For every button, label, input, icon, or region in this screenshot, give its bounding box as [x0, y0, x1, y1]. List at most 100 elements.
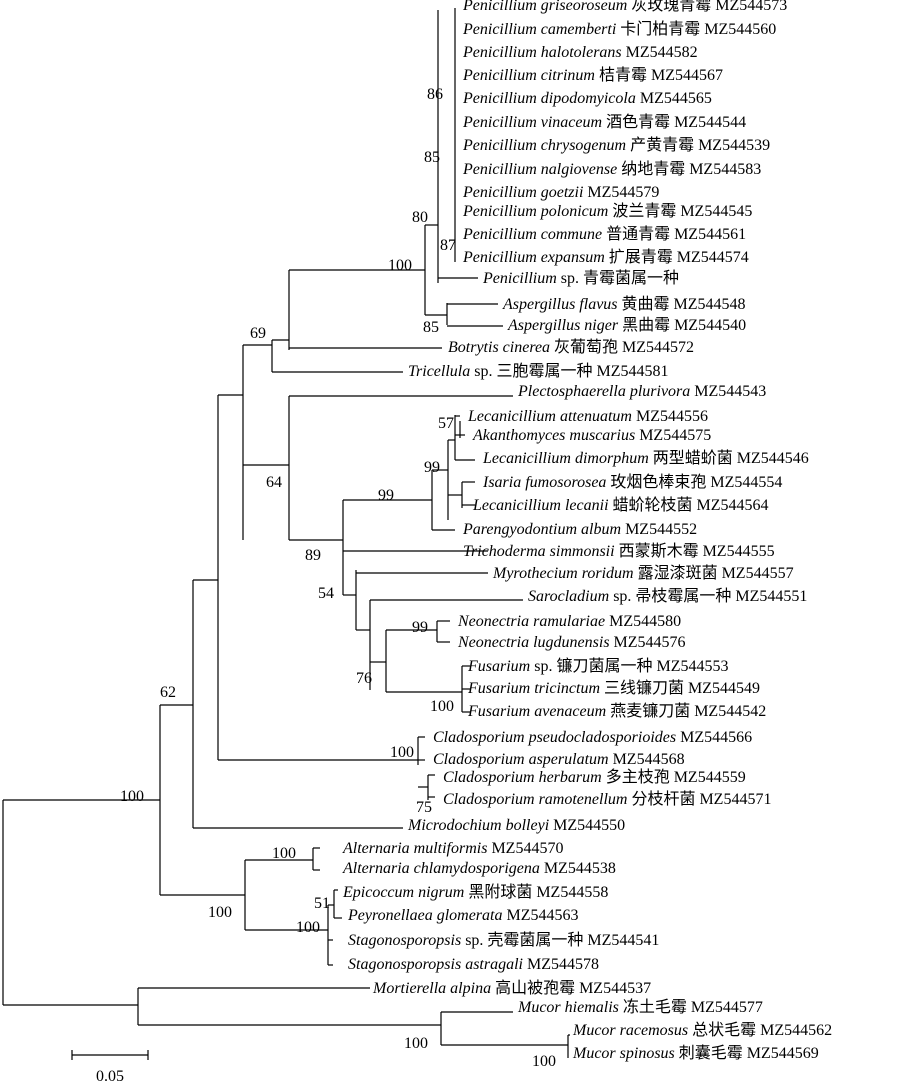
species-name: Alternaria multiformis — [342, 840, 487, 857]
taxon-label: Epicoccum nigrum 黑附球菌 MZ544558 — [342, 883, 608, 901]
taxon-labels: Penicillium griseoroseum 灰玫瑰青霉 MZ544573P… — [342, 0, 832, 1062]
taxon-extra: MZ544556 — [632, 408, 708, 425]
taxon-extra: MZ544568 — [609, 751, 685, 768]
species-name: Stagonosporopsis astragali — [348, 956, 523, 973]
bootstrap-label: 76 — [356, 670, 372, 687]
taxon-label: Penicillium chrysogenum 产黄青霉 MZ544539 — [462, 136, 770, 154]
species-name: Akanthomyces muscarius — [472, 427, 635, 444]
taxon-label: Alternaria chlamydosporigena MZ544538 — [342, 860, 616, 877]
species-name: Trichoderma simmonsii — [463, 543, 615, 560]
taxon-label: Penicillium dipodomyicola MZ544565 — [462, 90, 712, 107]
bootstrap-label: 80 — [412, 209, 428, 226]
taxon-extra: 波兰青霉 MZ544545 — [608, 202, 752, 220]
species-name: Mucor racemosus — [572, 1022, 688, 1039]
taxon-extra: MZ544566 — [676, 729, 752, 746]
species-name: Penicillium camemberti — [462, 21, 616, 38]
taxon-label: Peyronellaea glomerata MZ544563 — [347, 907, 578, 924]
taxon-extra: 桔青霉 MZ544567 — [595, 66, 723, 84]
taxon-extra: 产黄青霉 MZ544539 — [626, 136, 770, 154]
taxon-extra: 总状毛霉 MZ544562 — [688, 1021, 832, 1039]
taxon-label: Plectosphaerella plurivora MZ544543 — [517, 383, 766, 400]
species-name: Lecanicillium dimorphum — [482, 450, 649, 467]
bootstrap-label: 86 — [427, 86, 443, 103]
taxon-label: Microdochium bolleyi MZ544550 — [407, 817, 625, 834]
taxon-label: Cladosporium ramotenellum 分枝杆菌 MZ544571 — [443, 790, 771, 808]
taxon-label: Fusarium tricinctum 三线镰刀菌 MZ544549 — [467, 679, 760, 697]
species-name: Mucor spinosus — [572, 1045, 675, 1062]
taxon-extra: 高山被孢霉 MZ544537 — [491, 979, 651, 997]
taxon-extra: 灰玫瑰青霉 MZ544573 — [627, 0, 787, 14]
taxon-label: Penicillium citrinum 桔青霉 MZ544567 — [462, 66, 723, 84]
taxon-extra: 冻土毛霉 MZ544577 — [619, 998, 763, 1016]
species-name: Penicillium chrysogenum — [462, 137, 626, 154]
taxon-extra: 三线镰刀菌 MZ544549 — [600, 679, 760, 697]
taxon-label: Botrytis cinerea 灰葡萄孢 MZ544572 — [448, 338, 694, 356]
taxon-label: Fusarium avenaceum 燕麦镰刀菌 MZ544542 — [467, 702, 766, 720]
scale-bar: 0.05 — [71, 1050, 149, 1082]
taxon-label: Alternaria multiformis MZ544570 — [342, 840, 563, 857]
species-name: Tricellula — [408, 363, 470, 380]
scale-bar-label: 0.05 — [96, 1068, 124, 1082]
taxon-extra: 露湿漆斑菌 MZ544557 — [634, 564, 794, 582]
species-name: Parengyodontium album — [462, 521, 621, 538]
taxon-extra: 黄曲霉 MZ544548 — [618, 295, 746, 313]
bootstrap-label: 100 — [388, 257, 412, 274]
species-name: Microdochium bolleyi — [407, 817, 549, 834]
taxon-extra: 玫烟色棒束孢 MZ544554 — [606, 473, 782, 491]
species-name: Penicillium commune — [462, 226, 602, 243]
species-name: Peyronellaea glomerata — [347, 907, 502, 924]
taxon-extra: 燕麦镰刀菌 MZ544542 — [606, 702, 766, 720]
species-name: Penicillium nalgiovense — [462, 161, 617, 178]
taxon-label: Neonectria ramulariae MZ544580 — [457, 613, 681, 630]
taxon-label: Lecanicillium lecanii 蜡蚧轮枝菌 MZ544564 — [472, 496, 769, 514]
taxon-label: Fusarium sp. 镰刀菌属一种 MZ544553 — [467, 657, 728, 675]
bootstrap-label: 100 — [120, 788, 144, 805]
species-name: Cladosporium pseudocladosporioides — [433, 729, 676, 746]
species-name: Stagonosporopsis — [348, 932, 461, 949]
taxon-extra: MZ544565 — [636, 90, 712, 107]
taxon-label: Cladosporium herbarum 多主枝孢 MZ544559 — [443, 768, 746, 786]
species-name: Fusarium avenaceum — [467, 703, 606, 720]
taxon-extra: 灰葡萄孢 MZ544572 — [550, 338, 694, 356]
taxon-extra: MZ544575 — [635, 427, 711, 444]
bootstrap-label: 100 — [296, 919, 320, 936]
taxon-extra: MZ544543 — [690, 383, 766, 400]
bootstrap-label: 100 — [430, 698, 454, 715]
species-name: Fusarium tricinctum — [467, 680, 600, 697]
species-name: Penicillium polonicum — [462, 203, 608, 220]
taxon-label: Cladosporium pseudocladosporioides MZ544… — [433, 729, 752, 746]
species-name: Mucor hiemalis — [517, 999, 619, 1016]
species-name: Plectosphaerella plurivora — [517, 383, 690, 400]
species-name: Penicillium vinaceum — [462, 114, 602, 131]
species-name: Cladosporium asperulatum — [433, 751, 609, 768]
taxon-extra: 多主枝孢 MZ544559 — [602, 768, 746, 786]
bootstrap-label: 100 — [404, 1035, 428, 1052]
bootstrap-label: 51 — [314, 895, 330, 912]
species-name: Penicillium dipodomyicola — [462, 90, 636, 107]
bootstrap-label: 99 — [424, 459, 440, 476]
taxon-extra: MZ544552 — [621, 521, 697, 538]
taxon-label: Penicillium sp. 青霉菌属一种 — [482, 269, 679, 287]
taxon-label: Penicillium halotolerans MZ544582 — [462, 44, 698, 61]
taxon-extra: MZ544582 — [622, 44, 698, 61]
taxon-label: Parengyodontium album MZ544552 — [462, 521, 697, 538]
bootstrap-label: 89 — [305, 547, 321, 564]
taxon-extra: 刺囊毛霉 MZ544569 — [675, 1044, 819, 1062]
species-name: Aspergillus flavus — [502, 296, 618, 313]
taxon-extra: 纳地青霉 MZ544583 — [617, 160, 761, 178]
species-name: Penicillium citrinum — [462, 67, 595, 84]
taxon-label: Lecanicillium dimorphum 两型蜡蚧菌 MZ544546 — [482, 449, 809, 467]
species-name: Myrothecium roridum — [492, 565, 634, 582]
taxon-label: Penicillium expansum 扩展青霉 MZ544574 — [462, 248, 749, 266]
species-name: Lecanicillium lecanii — [472, 497, 609, 514]
taxon-label: Tricellula sp. 三胞霉属一种 MZ544581 — [408, 362, 668, 380]
taxon-extra: sp. 青霉菌属一种 — [557, 269, 679, 287]
taxon-extra: 扩展青霉 MZ544574 — [605, 248, 749, 266]
species-name: Neonectria ramulariae — [457, 613, 605, 630]
taxon-label: Mucor hiemalis 冻土毛霉 MZ544577 — [517, 998, 763, 1016]
taxon-label: Penicillium nalgiovense 纳地青霉 MZ544583 — [462, 160, 761, 178]
bootstrap-label: 100 — [272, 845, 296, 862]
taxon-label: Penicillium goetzii MZ544579 — [462, 184, 659, 201]
taxon-extra: MZ544580 — [605, 613, 681, 630]
